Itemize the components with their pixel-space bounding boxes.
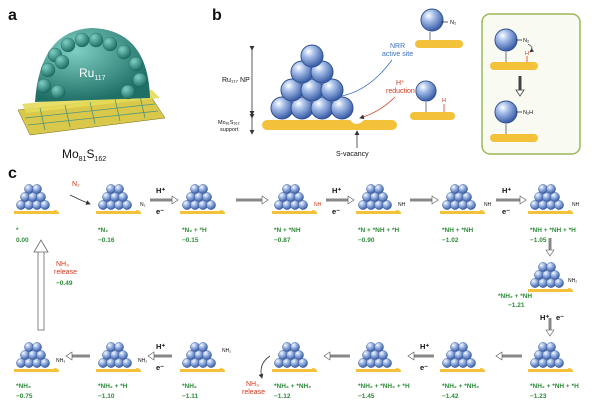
box-n2h-label: N₂H	[523, 110, 533, 116]
svg-text:H⁺: H⁺	[156, 342, 165, 351]
svg-text:e⁻: e⁻	[156, 363, 164, 372]
bottom-state-5: *NH₂ + *NH₂	[442, 383, 479, 390]
bottom-state-0: *NH₃	[16, 383, 31, 390]
svg-text:e⁻: e⁻	[332, 207, 340, 216]
bottom-state-1: *NH₂ + *H	[98, 383, 128, 390]
box-step-1	[490, 28, 538, 70]
box-h-label: H	[525, 51, 529, 57]
top-state-1: *N₂	[98, 227, 108, 234]
hplus-pointer	[359, 96, 396, 120]
release-bottom-label: release	[242, 389, 265, 396]
top-energy-2: −0.15	[182, 237, 199, 244]
top-energy-6: −1.05	[530, 237, 547, 244]
ru117-cluster-illustration	[17, 28, 166, 136]
proton-electron-labels: H⁺ e⁻ H⁺ e⁻ H⁺ e⁻ H⁺ e⁻ H⁺ e⁻ H⁺ e⁻	[156, 186, 564, 372]
bottom-energy-2: −1.11	[182, 393, 198, 400]
hplus-reduction-label: reduction	[386, 88, 415, 95]
h-label: H	[442, 98, 446, 104]
mid-cluster	[528, 262, 573, 292]
mo81s162-label: Mo81S162	[62, 147, 106, 163]
svg-text:H⁺: H⁺	[332, 186, 341, 195]
ru-np-label: Ru₁₁₇ NP	[222, 77, 250, 84]
top-row-arrows	[69, 194, 555, 337]
top-energy-3: −0.87	[274, 237, 291, 244]
panel-c-label: c	[8, 165, 17, 182]
top-row-clusters	[14, 184, 573, 214]
top-energy-0: 0.00	[16, 237, 29, 244]
top-energy-5: −1.02	[442, 237, 459, 244]
n2-adsorbed-example	[415, 8, 463, 48]
top-energy-1: −0.16	[98, 237, 115, 244]
support-label: Mo₈₁S₁₆₂	[218, 120, 240, 126]
support-label-2: support	[220, 127, 239, 133]
box-step-2	[490, 100, 538, 142]
top-row-states: * 0.00 *N₂ −0.16 *N₂ + *H −0.15 *N + *NH −0.87 *…	[16, 227, 576, 244]
bottom-row-arrows	[33, 239, 522, 379]
box-n2-label: N₂	[523, 38, 529, 44]
top-state-2: *N₂ + *H	[182, 227, 207, 234]
top-state-4: *N + *NH + *H	[358, 227, 399, 234]
svg-text:e⁻: e⁻	[156, 207, 164, 216]
svg-text:H⁺: H⁺	[502, 186, 511, 195]
n2-in-label: N₂	[72, 181, 80, 188]
nh3-release-bottom: NH₃	[246, 381, 259, 388]
bottom-row-clusters	[14, 342, 573, 372]
bottom-energy-3: −1.12	[274, 393, 291, 400]
top-state-0: *	[16, 227, 19, 234]
svg-text:NH: NH	[314, 202, 322, 208]
svg-text:NH₃: NH₃	[56, 358, 65, 364]
svg-text:e⁻: e⁻	[420, 363, 428, 372]
nrr-active-site-label: active site	[382, 51, 413, 58]
svacancy-label: S-vacancy	[336, 151, 369, 158]
nrr-pointer	[341, 59, 393, 97]
bottom-state-2: *NH₂	[182, 383, 197, 390]
bottom-state-4: *NH₂ + *NH₂ + *H	[358, 383, 410, 390]
svg-text:e⁻: e⁻	[502, 207, 510, 216]
bottom-state-6: *NH₂ + *NH + *H	[530, 383, 579, 390]
bottom-energy-4: −1.45	[358, 393, 375, 400]
release-left-label: release	[54, 269, 77, 276]
panel-a-label: a	[8, 7, 17, 24]
svg-text:NH₂: NH₂	[568, 278, 577, 284]
release-left-energy: −0.49	[56, 280, 73, 287]
svg-text:H⁺: H⁺	[156, 186, 165, 195]
mid-state-label: *NH₂ + *NH	[498, 293, 532, 300]
svg-text:NH: NH	[572, 202, 580, 208]
bottom-energy-6: −1.23	[530, 393, 547, 400]
svg-text:e⁻: e⁻	[556, 313, 564, 322]
bottom-energy-5: −1.42	[442, 393, 459, 400]
top-energy-4: −0.90	[358, 237, 375, 244]
mid-state-energy: −1.21	[508, 302, 525, 309]
h-adsorbed-example	[410, 80, 455, 120]
svg-text:H⁺: H⁺	[540, 313, 549, 322]
svg-text:N₂: N₂	[140, 202, 146, 208]
ru117-label: Ru117	[79, 66, 106, 82]
bottom-state-3: *NH₃ + *NH₂	[274, 383, 311, 390]
top-state-5: *NH + *NH	[442, 227, 474, 234]
top-state-3: *N + *NH	[274, 227, 301, 234]
n2-label: N₂	[450, 20, 456, 26]
hplus-label: H⁺	[396, 80, 405, 87]
svg-text:H⁺: H⁺	[420, 342, 429, 351]
adsorbate-hints: N₂ NH NH NH NH NH₂ NH₃ NH₂ NH₂	[56, 202, 580, 364]
bottom-energy-0: −0.75	[16, 393, 33, 400]
top-state-6: *NH + *NH + *H	[530, 227, 576, 234]
svg-text:NH: NH	[484, 202, 492, 208]
panel-b-label: b	[212, 7, 222, 24]
bottom-row-states: *NH₃ −0.75 *NH₂ + *H −1.10 *NH₂ −1.11 *NH₃ + *…	[16, 383, 579, 400]
svg-text:NH: NH	[398, 202, 406, 208]
nh3-release-left: NH₃	[56, 261, 69, 268]
ru-np-on-support	[262, 44, 397, 130]
svg-text:NH₂: NH₂	[222, 348, 231, 354]
bottom-energy-1: −1.10	[98, 393, 115, 400]
svg-text:NH₂: NH₂	[138, 358, 147, 364]
nrr-label: NRR	[390, 43, 405, 50]
